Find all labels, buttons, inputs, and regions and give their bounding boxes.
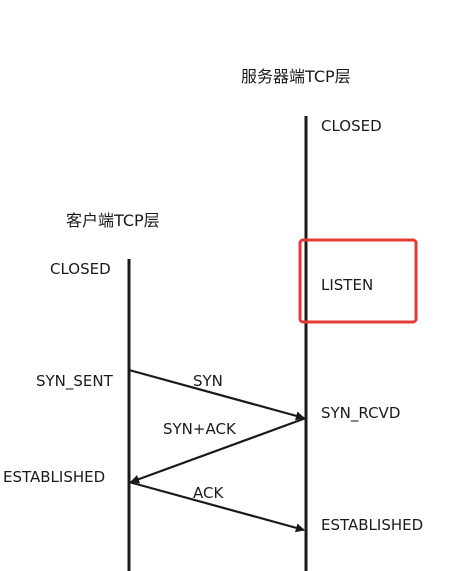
client-state-closed: CLOSED bbox=[50, 260, 111, 278]
server-state-established: ESTABLISHED bbox=[321, 516, 423, 534]
server-state-closed: CLOSED bbox=[321, 117, 382, 135]
client-state-syn-sent: SYN_SENT bbox=[36, 372, 114, 391]
client-title: 客户端TCP层 bbox=[66, 211, 160, 230]
syn-arrow bbox=[128, 368, 305, 421]
syn-label: SYN bbox=[193, 372, 223, 390]
ack-arrow bbox=[128, 480, 305, 533]
client-state-established: ESTABLISHED bbox=[3, 468, 105, 486]
listen-highlight-box bbox=[298, 238, 418, 324]
syn-ack-arrow bbox=[130, 416, 307, 484]
server-state-listen: LISTEN bbox=[321, 276, 373, 294]
server-state-syn-rcvd: SYN_RCVD bbox=[321, 404, 400, 423]
syn-ack-label: SYN+ACK bbox=[163, 420, 237, 438]
server-title: 服务器端TCP层 bbox=[241, 67, 351, 86]
ack-label: ACK bbox=[193, 484, 224, 502]
